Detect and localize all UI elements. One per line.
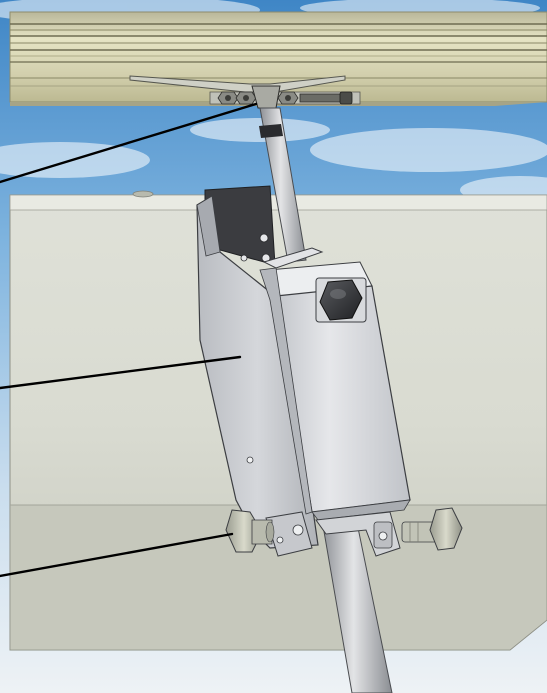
hex-knob-left <box>225 509 275 553</box>
leader-lines <box>0 102 258 578</box>
leader-line-rail-clamp <box>0 102 258 184</box>
hex-knob-right <box>401 507 463 551</box>
clamp-nut <box>217 91 239 105</box>
lower-bracket <box>265 511 401 557</box>
clamp-nut <box>277 91 299 105</box>
clamp-nut <box>235 91 257 105</box>
rail-clamp <box>129 75 361 109</box>
hex-bolt <box>315 277 367 323</box>
leader-line-pivot-knob <box>0 532 234 578</box>
upper-rod <box>259 107 307 263</box>
bracket-side-plate <box>196 195 319 549</box>
bracket-mount <box>204 185 276 266</box>
leader-line-bracket-plate <box>0 355 242 390</box>
